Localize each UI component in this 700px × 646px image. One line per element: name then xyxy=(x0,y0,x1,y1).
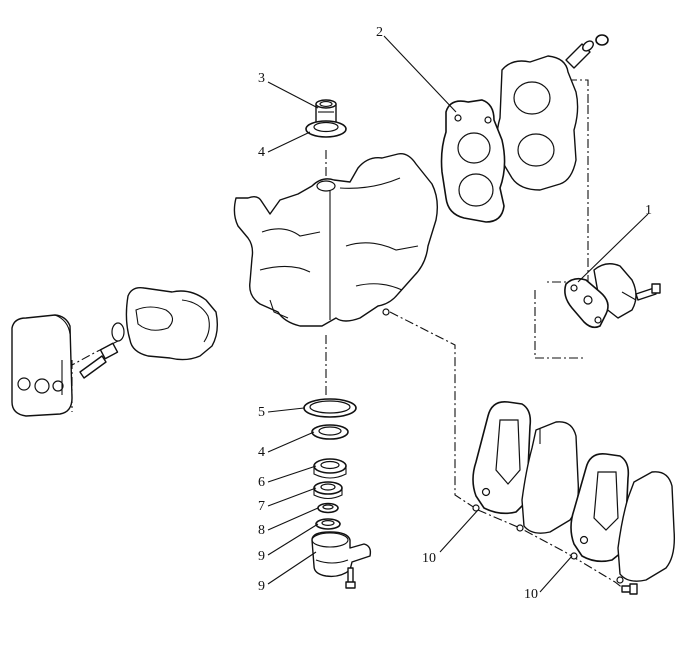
top-cover-plate xyxy=(496,55,579,191)
upper-seal xyxy=(305,120,347,138)
leader-lines xyxy=(267,35,649,593)
small-plate-assembly xyxy=(564,263,637,329)
reed-gasket-left xyxy=(472,400,532,515)
reed-plate-left xyxy=(516,421,580,534)
lower-bearing-housing xyxy=(311,531,372,578)
side-plug xyxy=(79,322,125,379)
callout-8: 8 xyxy=(258,523,265,538)
side-cover-box xyxy=(11,314,73,417)
callout-3: 3 xyxy=(258,71,265,86)
side-housing xyxy=(125,286,219,361)
callouts: 1 2 3 4 5 4 6 7 8 9 9 10 10 xyxy=(258,25,652,602)
callout-10-left: 10 xyxy=(422,551,436,566)
callout-6: 6 xyxy=(258,475,265,490)
reed-plate-bolt xyxy=(621,583,638,595)
lower-bolt xyxy=(345,567,356,589)
callout-9-upper: 9 xyxy=(258,549,265,564)
small-plate-bolt xyxy=(635,283,661,301)
callout-1: 1 xyxy=(645,203,652,218)
callout-4-lower: 4 xyxy=(258,445,265,460)
top-gasket xyxy=(440,99,506,223)
reed-plate-right xyxy=(616,471,676,584)
callout-2: 2 xyxy=(376,25,383,40)
callout-10-right: 10 xyxy=(524,587,538,602)
callout-5: 5 xyxy=(258,405,265,420)
callout-9-lower: 9 xyxy=(258,579,265,594)
seal-stack xyxy=(303,398,357,530)
callout-4-upper: 4 xyxy=(258,145,265,160)
callout-7: 7 xyxy=(258,499,265,514)
reed-gasket-right xyxy=(570,452,630,563)
engine-block xyxy=(233,153,439,327)
breather-fitting xyxy=(565,34,609,69)
